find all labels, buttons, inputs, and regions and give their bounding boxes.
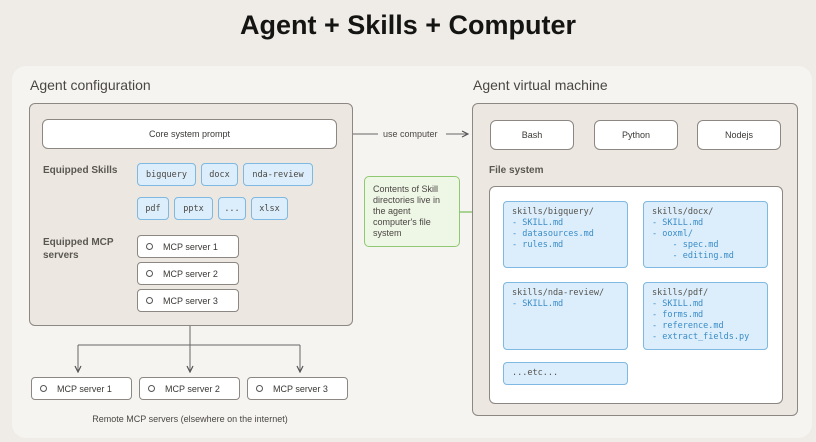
file-entry: MCP server 3 [273, 383, 328, 394]
skill-chip: pptx [174, 197, 213, 220]
equipped-mcp-label: Equipped MCP servers [43, 237, 114, 261]
skill-dir-etc: ...etc... [503, 362, 628, 385]
runtime-python: Python [594, 120, 678, 150]
file-system-note: Contents of Skill directories live in th… [364, 176, 460, 247]
circle-icon [148, 385, 155, 392]
runtime-nodejs: Nodejs [697, 120, 781, 150]
remote-mcp-server: MCP server 1 [31, 377, 132, 400]
file-entry: skills/pdf/ [652, 288, 709, 298]
file-entry: MCP server 2 [165, 383, 220, 394]
file-entry: - rules.md [512, 240, 564, 250]
circle-icon [146, 297, 153, 304]
remote-mcp-server: MCP server 2 [139, 377, 240, 400]
file-entry: - forms.md [652, 310, 704, 320]
file-entry: - SKILL.md [512, 299, 564, 309]
circle-icon [256, 385, 263, 392]
file-entry: - ooxml/ [652, 229, 693, 239]
skill-chip: nda-review [243, 163, 313, 186]
remote-mcp-server: MCP server 3 [247, 377, 348, 400]
skill-chip: pdf [137, 197, 169, 220]
vm-heading: Agent virtual machine [473, 77, 608, 93]
file-system-label: File system [489, 165, 544, 176]
file-entry: - SKILL.md [652, 218, 704, 228]
circle-icon [146, 243, 153, 250]
mcp-server: MCP server 3 [137, 289, 239, 312]
file-entry: - extract_fields.py [652, 332, 750, 342]
core-system-prompt: Core system prompt [42, 119, 337, 149]
remote-mcp-caption: Remote MCP servers (elsewhere on the int… [92, 414, 288, 424]
circle-icon [146, 270, 153, 277]
equipped-skills-label: Equipped Skills [43, 165, 118, 176]
file-entry: skills/nda-review/ [512, 288, 605, 298]
file-entry: skills/bigquery/ [512, 207, 594, 217]
file-entry: MCP server 3 [163, 295, 218, 306]
skill-chip: xlsx [251, 197, 288, 220]
use-computer-label: use computer [383, 129, 438, 139]
skill-dir-docx: skills/docx/- SKILL.md- ooxml/ - spec.md… [643, 201, 768, 268]
file-entry: MCP server 2 [163, 268, 218, 279]
file-entry: - SKILL.md [652, 299, 704, 309]
file-entry: MCP server 1 [57, 383, 112, 394]
skill-chip: ... [218, 197, 246, 220]
file-entry: - datasources.md [512, 229, 594, 239]
mcp-server: MCP server 2 [137, 262, 239, 285]
skill-dir-pdf: skills/pdf/- SKILL.md- forms.md- referen… [643, 282, 768, 350]
file-entry: MCP server 1 [163, 241, 218, 252]
file-entry: - SKILL.md [512, 218, 564, 228]
circle-icon [40, 385, 47, 392]
skill-chip: docx [201, 163, 238, 186]
skill-dir-nda-review: skills/nda-review/- SKILL.md [503, 282, 628, 350]
agent-config-heading: Agent configuration [30, 77, 151, 93]
file-entry: - spec.md [652, 240, 719, 250]
mcp-server: MCP server 1 [137, 235, 239, 258]
diagram-title: Agent + Skills + Computer [239, 10, 577, 40]
skill-chip: bigquery [137, 163, 196, 186]
file-entry: skills/docx/ [652, 207, 714, 217]
file-entry: - editing.md [652, 251, 734, 261]
skill-dir-bigquery: skills/bigquery/- SKILL.md- datasources.… [503, 201, 628, 268]
file-entry: ...etc... [512, 368, 559, 378]
remote-mcp-lines [77, 312, 301, 370]
file-entry: - reference.md [652, 321, 724, 331]
runtime-bash: Bash [490, 120, 574, 150]
